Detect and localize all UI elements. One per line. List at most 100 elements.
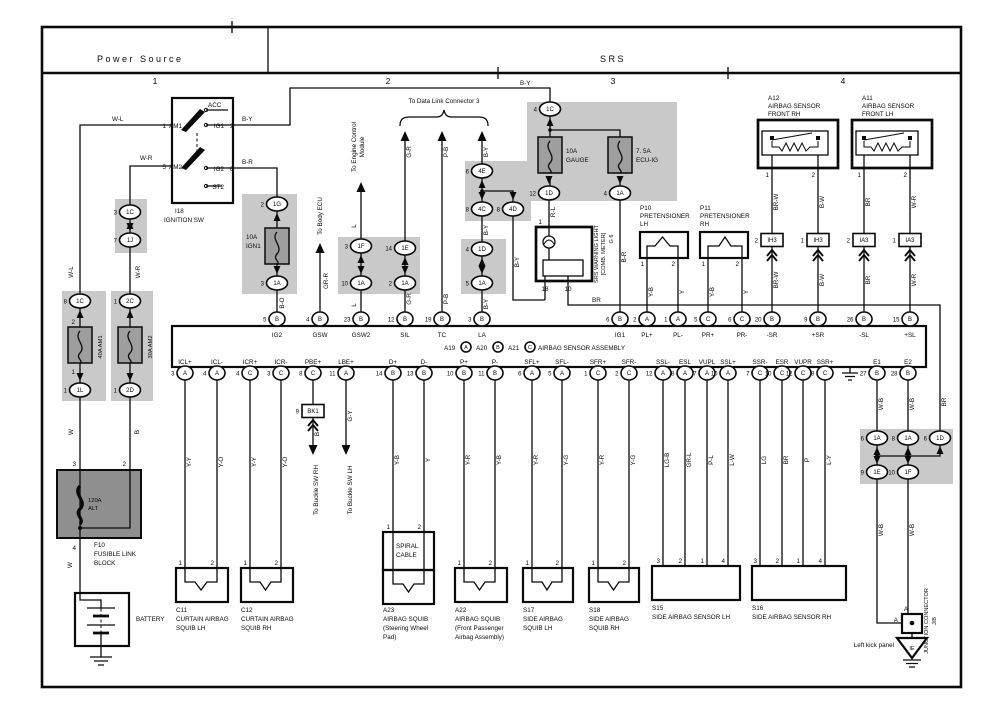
wire-or-component-label: Y-R xyxy=(533,454,540,465)
connector-code: 1D xyxy=(545,191,553,197)
wire-or-component-label: AIRBAG SENSOR ASSEMBLY xyxy=(538,345,626,352)
connector-code: 1A xyxy=(873,436,880,442)
wire-or-component-label: L-W xyxy=(729,454,736,466)
connector-code: 1A xyxy=(904,436,911,442)
connector-pin: 23 xyxy=(344,318,351,324)
wire-or-component-label: 1 xyxy=(640,261,644,268)
connector-pin: 2 xyxy=(389,282,393,288)
wire-or-component-label: 2 xyxy=(71,319,75,326)
connector-code: 1F xyxy=(904,470,911,476)
connector-pin: 8 xyxy=(892,437,896,443)
wire-or-component-label: A12 xyxy=(768,95,780,102)
connector-pin: 10 xyxy=(765,372,772,378)
connector-pin: 4 xyxy=(306,318,310,324)
connector-code: 1A xyxy=(478,281,485,287)
connector-1A xyxy=(470,275,494,291)
connector-pin: 8 xyxy=(497,208,501,214)
connector-code: B xyxy=(359,317,363,323)
wire-or-component-label: IG1 xyxy=(615,332,626,339)
connector-code: 1D xyxy=(936,436,944,442)
ground-point-triangle xyxy=(894,636,930,660)
ground-icon xyxy=(842,372,858,381)
wire-or-component-label: Y-Y xyxy=(251,456,258,467)
wire-or-component-label: Y-O xyxy=(282,457,289,468)
combination-meter-box xyxy=(534,225,594,283)
wire-or-component-label: SSL- xyxy=(656,359,670,366)
wire-or-component-label: W-R xyxy=(911,195,918,208)
wire-or-component-label: 1 xyxy=(591,560,595,567)
wire-or-component-label: G-R xyxy=(406,293,413,305)
connector-A xyxy=(337,365,355,381)
bus-connector-letter-label: A xyxy=(464,345,468,351)
wire-or-component-label: Y-G xyxy=(630,455,637,466)
wire-or-component-label: 2 xyxy=(811,172,815,179)
wire-or-component-label: BR-W xyxy=(773,194,780,211)
wire-or-component-label: G-Y xyxy=(347,410,354,422)
wire-or-component-label: 1 xyxy=(857,172,861,179)
connector-pin: 3 xyxy=(171,372,175,378)
wire-or-component-label: PRETENSIONER xyxy=(640,213,690,220)
wire-or-component-label: SSR+ xyxy=(817,359,834,366)
connector-pin: 7 xyxy=(693,372,697,378)
connector-code: C xyxy=(706,317,711,323)
wire-or-component-label: P+ xyxy=(460,359,468,366)
connector-code: 1A xyxy=(401,281,408,287)
connector-code: IA3 xyxy=(905,238,915,244)
fuses xyxy=(67,136,633,526)
connector-code: 1A xyxy=(616,191,623,197)
connector-1F xyxy=(896,464,920,480)
connector-code: 1C xyxy=(546,107,554,113)
connector-B xyxy=(415,365,433,381)
connector-1A xyxy=(865,430,889,446)
connector-code: A xyxy=(661,371,665,377)
connector-1L xyxy=(68,382,92,398)
fuse-120a-alt xyxy=(76,484,84,526)
connector-pin: 9 xyxy=(861,471,865,477)
connector-IH3 xyxy=(806,232,830,248)
connector-code: A xyxy=(215,371,219,377)
connector-B xyxy=(311,311,329,327)
bus-connector-letter xyxy=(492,341,504,353)
wire-or-component-label: SFL+ xyxy=(524,359,540,366)
connector-B xyxy=(868,365,886,381)
connector-C xyxy=(773,365,791,381)
switch-blade-icon xyxy=(181,147,205,170)
fuse-40a-am1 xyxy=(67,326,93,364)
wire-or-component-label: B-W xyxy=(819,196,826,208)
wire-or-component-label: Y-B xyxy=(496,455,503,465)
connector-pin: 1 xyxy=(664,318,668,324)
connector-2D xyxy=(118,382,142,398)
connector-pin: 1 xyxy=(801,239,805,245)
connector-pin: 12 xyxy=(529,192,536,198)
connector-pin: 1 xyxy=(114,300,118,306)
curtain-squib-rh-box xyxy=(239,566,295,604)
connector-1A xyxy=(349,275,373,291)
wire-or-component-label: 1 xyxy=(796,558,800,565)
wire-or-component-label: AM2 xyxy=(169,164,182,171)
component-boxes xyxy=(73,96,934,660)
wire-or-component-label: E1 xyxy=(873,359,881,366)
connector-code: 1D xyxy=(478,247,486,253)
wire-or-component-label: PRETENSIONER xyxy=(700,213,750,220)
wire-or-component-label: 1 xyxy=(525,560,529,567)
wire-or-component-label: L xyxy=(351,224,358,228)
connector-code: C xyxy=(780,371,785,377)
connector-2C xyxy=(118,293,142,309)
wire-or-component-label: 2 xyxy=(622,560,626,567)
connector-B xyxy=(455,365,473,381)
connector-pin: 7 xyxy=(114,239,118,245)
connector-B xyxy=(396,311,414,327)
wire-or-component-label: 18 xyxy=(541,286,549,293)
pretensioner-rh-symbol xyxy=(707,235,743,258)
connector-C xyxy=(620,365,638,381)
connector-pin: 6 xyxy=(606,318,610,324)
connector-code: B xyxy=(275,317,279,323)
connector-4D xyxy=(501,201,525,217)
wire-or-component-label: To Buckle SW LH xyxy=(347,465,354,514)
wire-or-component-label: W-B xyxy=(878,398,885,410)
connector-pin: 6 xyxy=(518,372,522,378)
connector-code: B xyxy=(770,317,774,323)
wire-or-component-label: B-W xyxy=(819,274,826,286)
wire-or-component-label: To Engine Control xyxy=(351,122,358,172)
wire-or-component-label: 2 xyxy=(678,558,682,565)
